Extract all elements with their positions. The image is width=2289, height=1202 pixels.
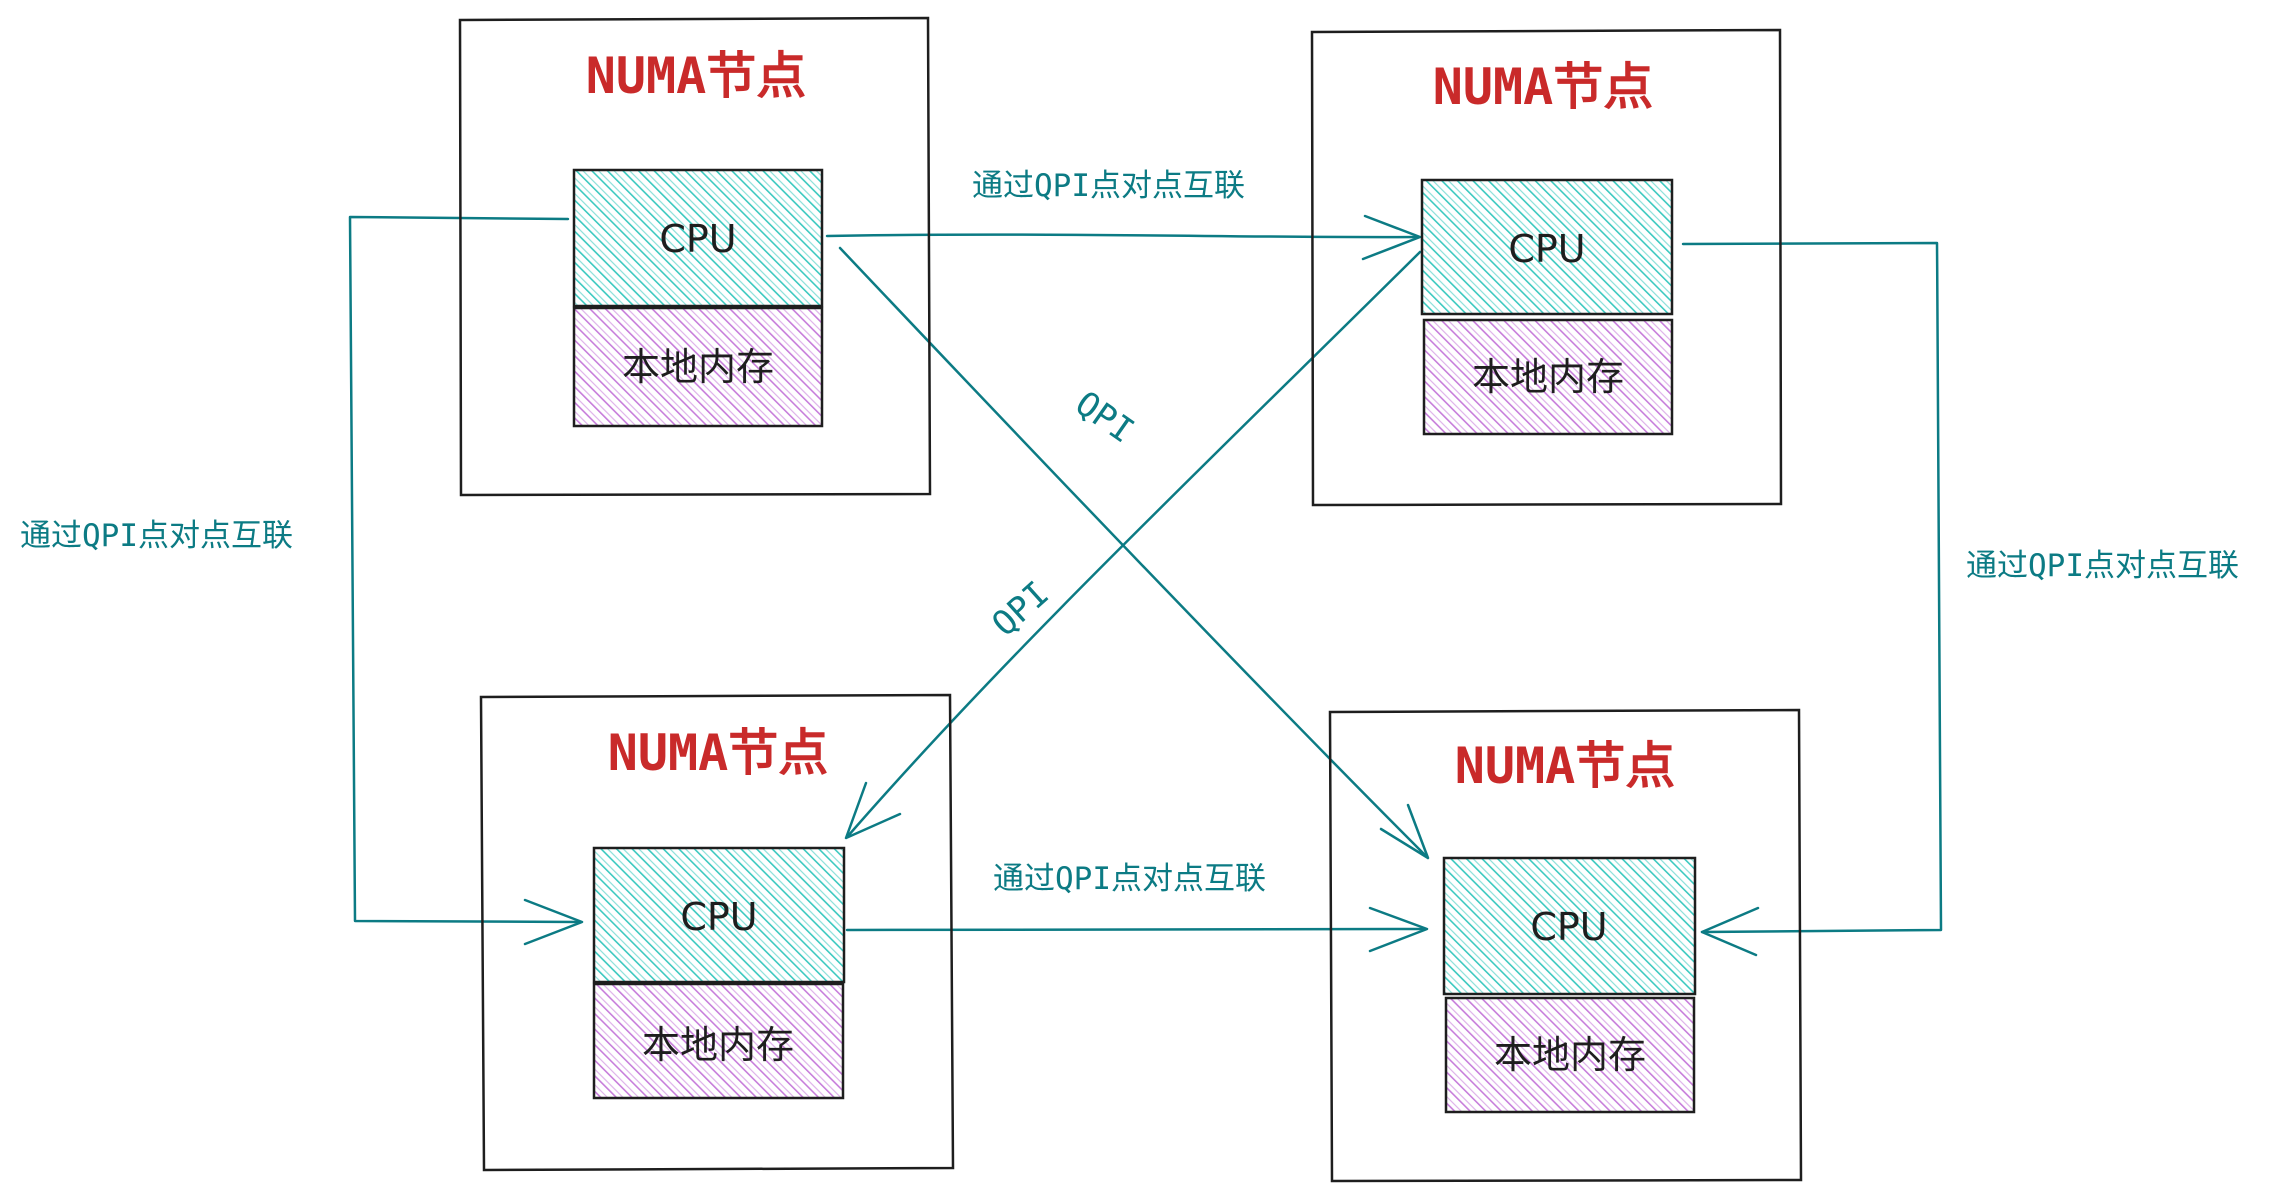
numa-node-frame [1310,28,1783,507]
link-diagonal-a-line [838,246,1428,858]
link-right-label: 通过QPI点对点互联 [1966,548,2239,584]
memory-box [572,306,824,428]
link-diagonal-a-arrowhead [1379,803,1430,860]
link-top-label: 通过QPI点对点互联 [972,168,1245,204]
link-top-arrowhead [1361,214,1422,261]
numa-node-4: NUMA节点 CPU 本地内存 [1328,708,1803,1183]
cpu-label: CPU [659,217,736,261]
cpu-label: CPU [1508,227,1585,271]
cpu-box [592,846,846,984]
memory-box [1422,318,1674,436]
link-right-line [1681,241,1943,934]
numa-node-title: NUMA节点 [586,47,806,105]
link-bottom-arrowhead [1368,906,1429,953]
link-top-line [825,233,1420,239]
numa-node-2: NUMA节点 CPU 本地内存 [1310,28,1783,507]
memory-label: 本地内存 [642,1023,794,1067]
numa-node-title: NUMA节点 [1433,58,1653,116]
numa-node-title: NUMA节点 [608,724,828,782]
link-bottom-label: 通过QPI点对点互联 [993,861,1266,897]
link-left-label: 通过QPI点对点互联 [20,518,293,554]
numa-node-3: NUMA节点 CPU 本地内存 [479,693,955,1172]
numa-node-frame [458,16,932,497]
numa-node-frame [479,693,955,1172]
cpu-box [572,168,824,308]
numa-node-title: NUMA节点 [1455,737,1675,795]
cpu-box [1420,178,1674,316]
numa-node-frame [1328,708,1803,1183]
memory-label: 本地内存 [622,345,774,389]
numa-node-1: NUMA节点 CPU 本地内存 [458,16,932,497]
memory-label: 本地内存 [1472,355,1624,399]
link-right-arrowhead [1700,906,1760,957]
memory-box [1444,996,1696,1114]
memory-box [592,982,845,1100]
link-bottom-line [845,927,1427,932]
link-diagonal-b-arrowhead [844,781,902,840]
memory-label: 本地内存 [1494,1033,1646,1077]
cpu-label: CPU [680,895,757,939]
link-left-arrowhead [523,898,584,946]
cpu-label: CPU [1530,905,1607,949]
link-left-line [348,215,582,924]
cpu-box [1442,856,1697,996]
link-diagonal-b-line [846,250,1422,838]
link-diagonal-a-label: QPI [1068,383,1141,451]
link-diagonal-b-label: QPI [985,574,1057,645]
